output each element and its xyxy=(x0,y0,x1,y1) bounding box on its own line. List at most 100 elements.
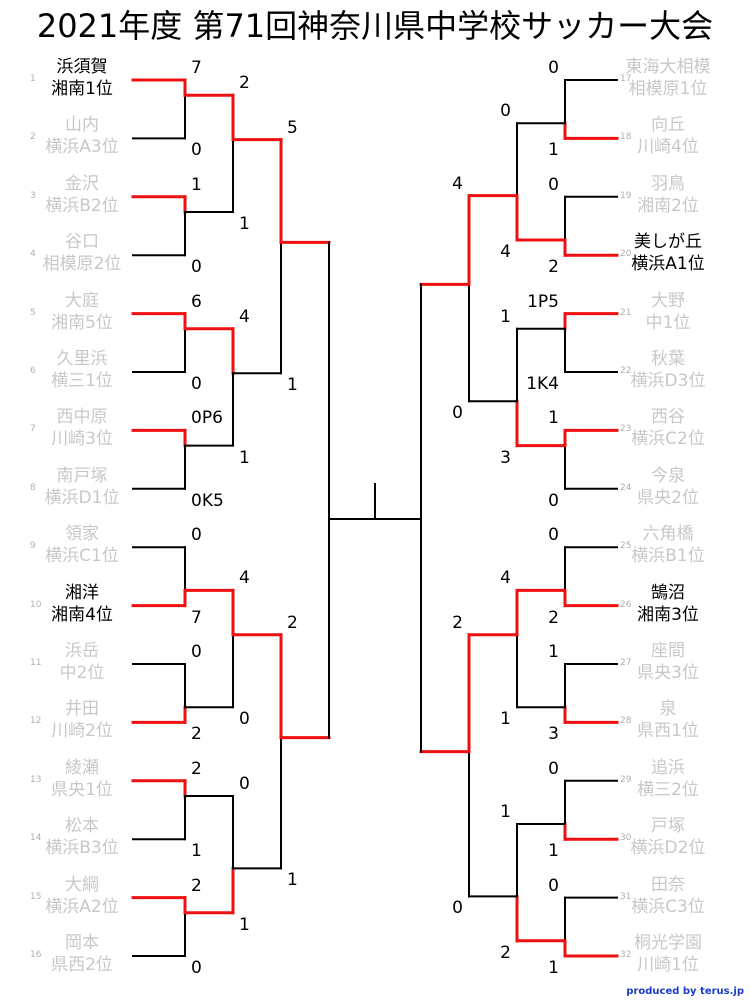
credit-text: produced by terus.jp xyxy=(626,986,744,997)
score-label: 2 xyxy=(191,758,202,779)
score-label: 1 xyxy=(548,642,559,662)
seed-number: 11 xyxy=(30,658,42,668)
seed-number: 16 xyxy=(30,950,42,960)
score-label: 0 xyxy=(500,101,511,122)
score-label: 1 xyxy=(500,306,511,327)
team-name: 大野 xyxy=(651,290,685,311)
team-rank: 相模原2位 xyxy=(42,254,122,275)
seed-number: 24 xyxy=(620,482,632,493)
seed-number: 32 xyxy=(620,950,632,960)
team-name: 美しが丘 xyxy=(634,232,702,253)
seed-number: 19 xyxy=(620,190,632,201)
team-rank: 横浜B3位 xyxy=(45,838,119,859)
score-label: 4 xyxy=(500,242,511,262)
seed-number: 23 xyxy=(620,424,632,435)
score-label: 1 xyxy=(191,841,202,862)
score-label: 1 xyxy=(548,408,559,429)
seed-number: 22 xyxy=(620,366,632,376)
score-label: 4 xyxy=(500,568,511,589)
score-label: 1 xyxy=(239,447,250,468)
score-label: 0 xyxy=(452,898,463,919)
score-label: 0 xyxy=(548,875,559,896)
team-name: 西中原 xyxy=(56,407,108,428)
team-name: 秋葉 xyxy=(651,349,685,369)
score-label: 1K4 xyxy=(526,374,559,394)
team-rank: 川崎4位 xyxy=(637,137,699,158)
page-title: 2021年度 第71回神奈川県中学校サッカー大会 xyxy=(36,7,714,45)
team-name: 湘洋 xyxy=(65,582,99,603)
team-rank: 相模原1位 xyxy=(628,79,708,99)
team-rank: 県西1位 xyxy=(637,721,699,742)
team-rank: 湘南5位 xyxy=(51,312,113,333)
team-name: 南戸塚 xyxy=(56,465,108,486)
score-label: 2 xyxy=(191,875,202,896)
score-label: 0 xyxy=(239,709,250,730)
seed-number: 14 xyxy=(30,833,42,844)
score-label: 0P6 xyxy=(191,408,223,429)
team-rank: 横浜A3位 xyxy=(45,137,119,158)
team-name: 山内 xyxy=(65,115,99,136)
team-name: 戸塚 xyxy=(651,816,685,837)
score-label: 4 xyxy=(452,173,463,194)
team-name: 西谷 xyxy=(651,407,685,428)
team-name: 金沢 xyxy=(65,173,99,194)
team-rank: 横浜C1位 xyxy=(45,546,119,567)
team-rank: 湘南1位 xyxy=(51,79,113,99)
team-rank: 横浜D1位 xyxy=(44,487,120,508)
seed-number: 31 xyxy=(620,891,632,902)
score-label: 1 xyxy=(239,914,250,935)
team-name: 久里浜 xyxy=(56,349,108,369)
score-label: 0 xyxy=(548,490,559,511)
team-name: 今泉 xyxy=(651,465,685,486)
team-rank: 県西2位 xyxy=(51,955,113,975)
seed-number: 5 xyxy=(30,307,36,318)
team-name: 浜岳 xyxy=(65,641,99,661)
score-label: 0 xyxy=(191,140,202,161)
team-rank: 横三1位 xyxy=(51,371,113,391)
seed-number: 27 xyxy=(620,658,632,668)
team-name: 鵠沼 xyxy=(651,582,685,603)
score-label: 7 xyxy=(191,607,202,628)
team-name: 羽鳥 xyxy=(651,173,685,194)
seed-number: 15 xyxy=(30,891,42,902)
score-label: 5 xyxy=(287,117,298,138)
seed-number: 3 xyxy=(30,190,36,201)
team-name: 井田 xyxy=(65,699,99,720)
score-label: 1 xyxy=(500,802,511,822)
team-rank: 湘南4位 xyxy=(51,604,113,625)
score-label: 1P5 xyxy=(527,291,559,312)
team-rank: 湘南3位 xyxy=(637,604,699,625)
score-label: 0 xyxy=(548,58,559,78)
score-label: 3 xyxy=(548,724,559,745)
score-label: 0 xyxy=(548,174,559,195)
score-label: 0 xyxy=(191,257,202,278)
team-name: 岡本 xyxy=(65,933,99,953)
score-label: 0 xyxy=(191,958,202,978)
team-name: 追浜 xyxy=(651,757,685,778)
team-rank: 中1位 xyxy=(645,312,691,333)
seed-number: 7 xyxy=(30,424,36,435)
team-rank: 県央1位 xyxy=(51,779,113,800)
score-label: 2 xyxy=(452,612,463,633)
score-label: 1 xyxy=(500,709,511,730)
score-label: 0 xyxy=(191,642,202,662)
team-rank: 県央3位 xyxy=(637,663,699,683)
seed-number: 4 xyxy=(30,249,36,260)
score-label: 1 xyxy=(548,140,559,161)
team-name: 座間 xyxy=(651,641,685,661)
score-label: 2 xyxy=(548,607,559,628)
team-name: 谷口 xyxy=(65,232,99,253)
score-label: 0 xyxy=(548,525,559,546)
team-name: 領家 xyxy=(65,524,99,545)
team-rank: 湘南2位 xyxy=(637,195,699,216)
score-label: 2 xyxy=(239,73,250,94)
seed-number: 25 xyxy=(620,541,632,552)
team-rank: 中2位 xyxy=(59,663,105,683)
score-label: 0 xyxy=(191,525,202,546)
score-label: 2 xyxy=(500,942,511,963)
score-label: 0 xyxy=(452,403,463,424)
score-label: 0K5 xyxy=(191,490,224,511)
team-rank: 川崎1位 xyxy=(637,955,699,975)
score-label: 1 xyxy=(287,870,298,891)
team-rank: 横浜D2位 xyxy=(630,838,706,859)
